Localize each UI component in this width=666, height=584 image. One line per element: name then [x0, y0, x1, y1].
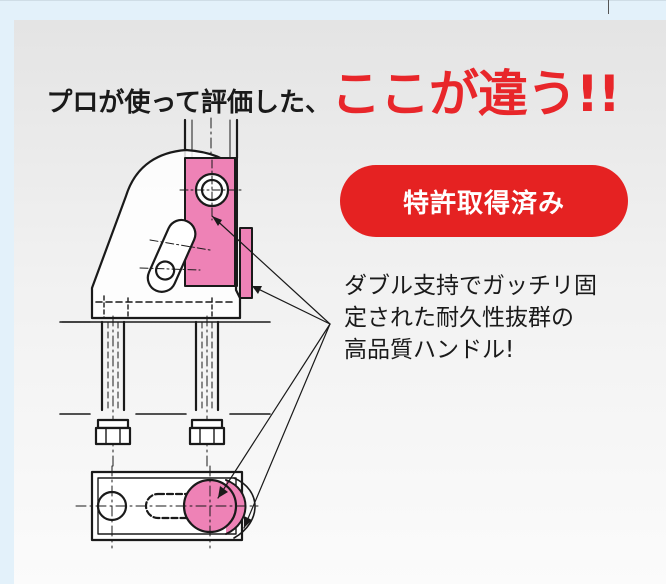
headline-lead: プロが使って評価した、	[46, 88, 332, 118]
diagonal-slot	[146, 218, 197, 293]
top-border	[0, 0, 666, 1]
description-line-3: 高品質ハンドル!	[344, 337, 515, 363]
nuts	[94, 418, 226, 446]
description-line-1: ダブル支持でガッチリ固	[344, 273, 597, 299]
headline: プロが使って評価した、ここが違う!!	[0, 54, 666, 124]
leader-lines	[211, 215, 331, 529]
headline-emphasis: ここが違う!!	[331, 65, 621, 123]
patent-badge-label: 特許取得済み	[402, 188, 565, 219]
leader-arrowheads	[212, 216, 262, 528]
patent-badge: 特許取得済み	[340, 165, 628, 237]
description: ダブル支持でガッチリ固 定された耐久性抜群の 高品質ハンドル!	[344, 270, 644, 366]
side-tab-highlight	[239, 227, 253, 299]
description-line-2: 定された耐久性抜群の	[344, 305, 574, 331]
anchor-bolts	[100, 315, 220, 471]
corner-tick	[608, 0, 609, 14]
